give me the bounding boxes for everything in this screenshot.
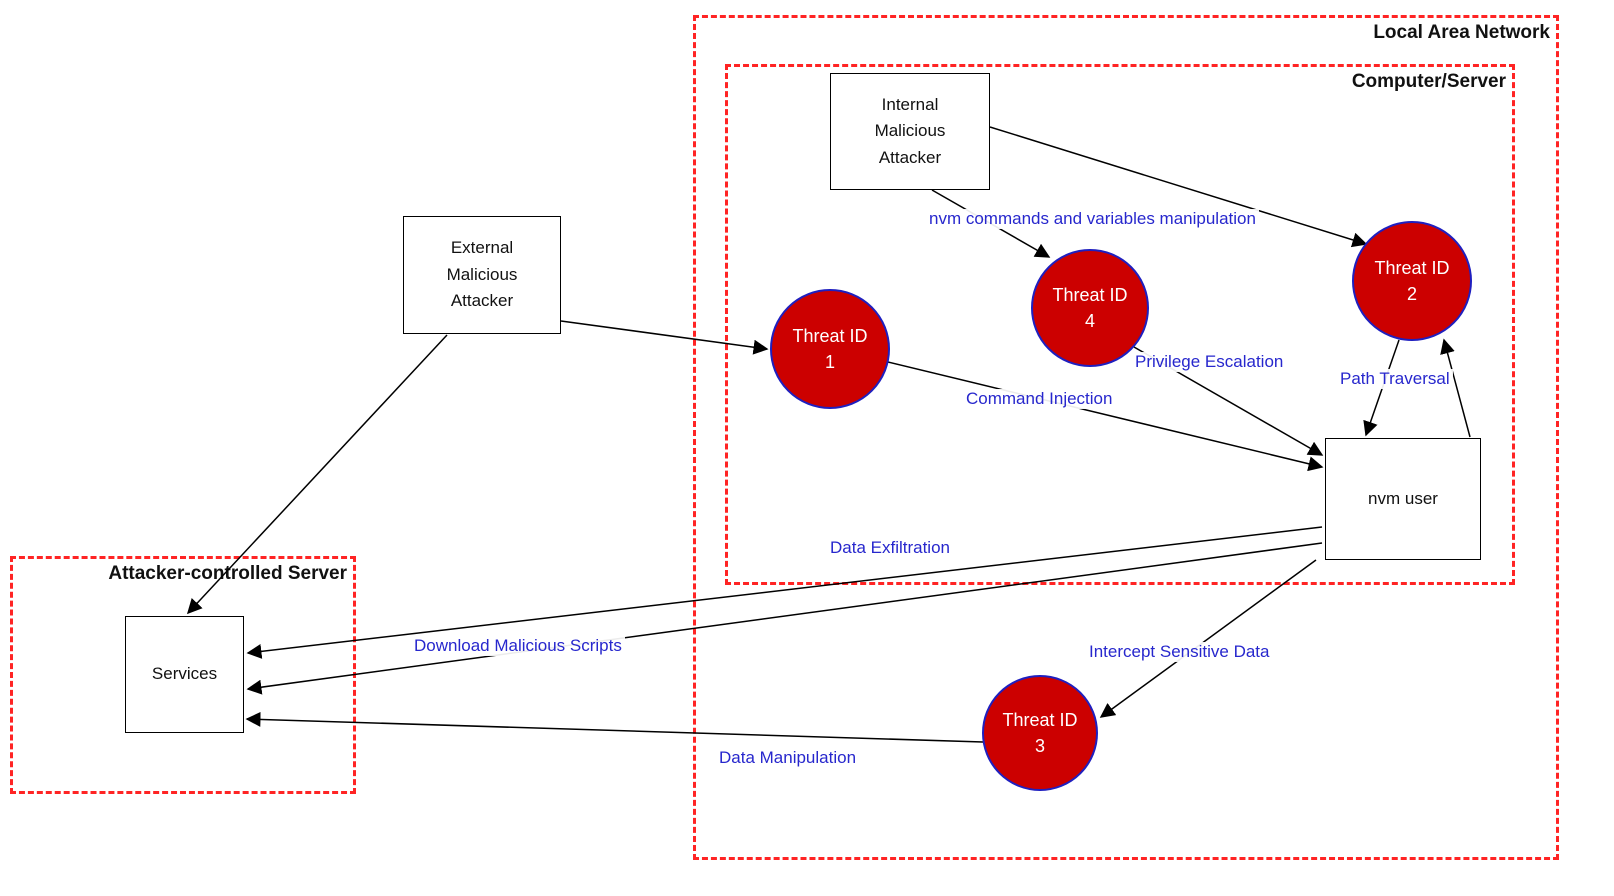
threat-title: Threat ID <box>792 325 868 346</box>
edge-label-data-manipulation: Data Manipulation <box>716 748 860 768</box>
node-label-line: Malicious <box>446 264 518 284</box>
node-label: nvm user <box>1368 488 1438 508</box>
threat-number: 3 <box>1034 736 1045 756</box>
edge-label-download-malicious-scripts: Download Malicious Scripts <box>411 636 625 656</box>
edge-label-path-traversal: Path Traversal <box>1337 369 1453 389</box>
threat-node-2: Threat ID 2 <box>1352 221 1472 341</box>
boundary-label-attacker-controlled-server: Attacker-controlled Server <box>108 563 347 584</box>
node-label-line: Malicious <box>874 121 946 141</box>
threat-title: Threat ID <box>1002 709 1078 730</box>
node-label: Services <box>151 664 218 684</box>
edge-label-data-exfiltration: Data Exfiltration <box>827 538 953 558</box>
threat-node-4: Threat ID 4 <box>1031 249 1149 367</box>
edge-label-command-injection: Command Injection <box>963 389 1116 409</box>
node-nvm-user: nvm user <box>1325 438 1481 560</box>
boundary-label-local-area-network: Local Area Network <box>1373 22 1550 43</box>
edge-label-nvm-commands-manipulation: nvm commands and variables manipulation <box>926 209 1259 229</box>
node-label-line: External <box>450 238 514 258</box>
threat-title: Threat ID <box>1374 257 1450 278</box>
edge-label-privilege-escalation: Privilege Escalation <box>1132 352 1287 372</box>
node-services: Services <box>125 616 244 733</box>
threat-title: Threat ID <box>1052 284 1128 305</box>
boundary-local-area-network: Local Area Network <box>693 15 1559 860</box>
node-label-line: Attacker <box>450 291 514 311</box>
node-label-line: Internal <box>881 94 939 114</box>
threat-node-1: Threat ID 1 <box>770 289 890 409</box>
boundary-label-computer-server: Computer/Server <box>1351 71 1506 92</box>
edge-label-intercept-sensitive-data: Intercept Sensitive Data <box>1086 642 1273 662</box>
node-external-malicious-attacker: External Malicious Attacker <box>403 216 561 334</box>
threat-number: 1 <box>824 352 835 372</box>
threat-node-3: Threat ID 3 <box>982 675 1098 791</box>
threat-number: 2 <box>1406 284 1417 304</box>
threat-number: 4 <box>1084 311 1095 331</box>
node-label-line: Attacker <box>878 147 942 167</box>
node-internal-malicious-attacker: Internal Malicious Attacker <box>830 73 990 190</box>
